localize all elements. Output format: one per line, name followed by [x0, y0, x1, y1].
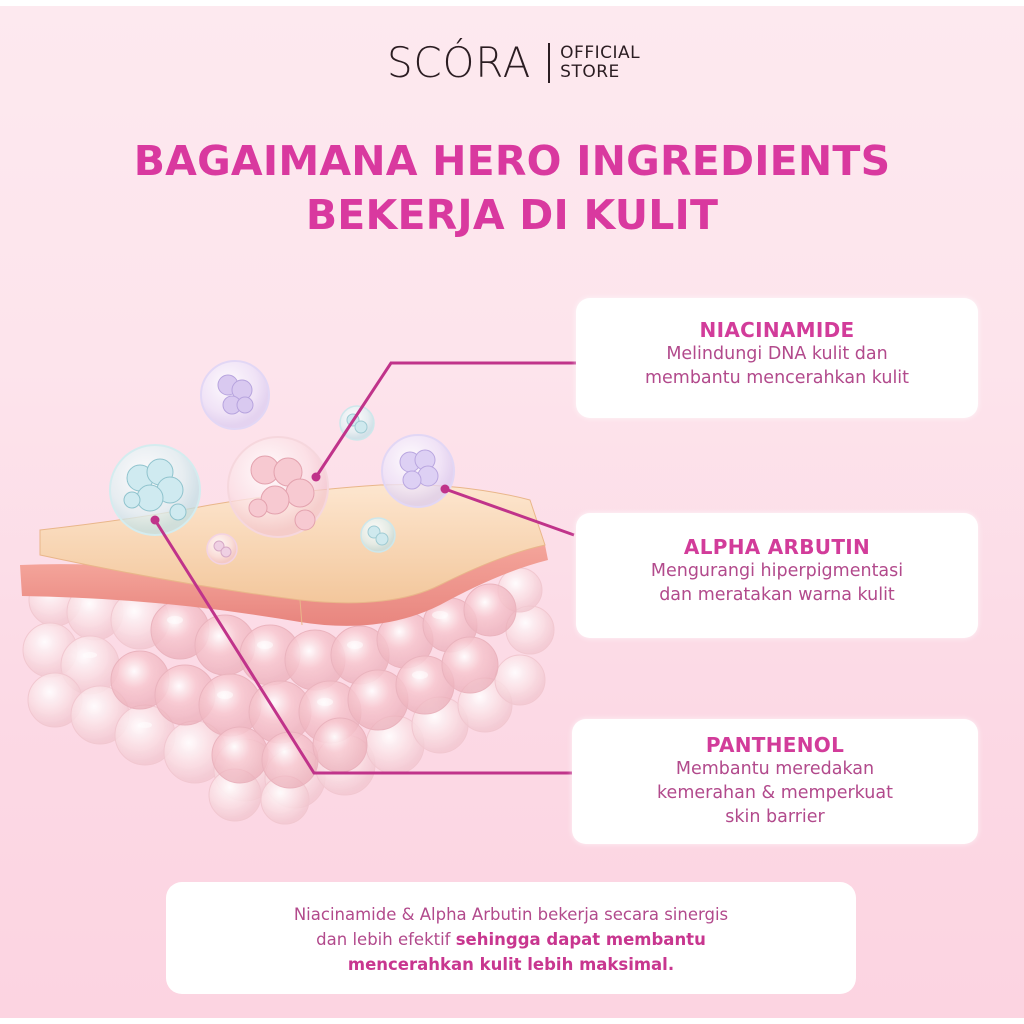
brand-header: SCÓRA OFFICIAL STORE	[0, 38, 1024, 87]
callout-lines	[153, 361, 576, 775]
ingredient-desc-line2: dan meratakan warna kulit	[659, 585, 895, 605]
infographic-canvas: SCÓRA OFFICIAL STORE BAGAIMANA HERO INGR…	[0, 6, 1024, 1018]
ingredient-name: NIACINAMIDE	[699, 318, 855, 342]
brand-sub-line1: OFFICIAL	[560, 42, 641, 63]
brand-divider	[548, 42, 551, 83]
callout-dots	[150, 472, 450, 525]
ingredient-card-panthenol: PANTHENOL Membantu meredakan kemerahan &…	[572, 719, 978, 844]
summary-line2: dan lebih efektif sehingga dapat membant…	[166, 927, 856, 952]
ingredient-desc-line2: membantu mencerahkan kulit	[644, 368, 910, 388]
summary-line3: mencerahkan kulit lebih maksimal.	[347, 955, 675, 974]
dermis-layer	[20, 564, 300, 622]
ingredient-desc-line2: kemerahan & memperkuat	[657, 783, 893, 803]
summary-box: Niacinamide & Alpha Arbutin bekerja seca…	[166, 882, 856, 994]
ingredient-desc-line1: Membantu meredakan	[675, 759, 875, 779]
skin-cells	[22, 567, 555, 825]
ingredient-desc-line3: skin barrier	[725, 807, 825, 827]
callout-line-niacinamide	[314, 361, 576, 478]
summary-line2-regular: dan lebih efektif	[316, 930, 456, 949]
ingredient-name: ALPHA ARBUTIN	[683, 535, 871, 559]
brand-sub-line2: STORE	[560, 61, 620, 82]
ingredient-desc-line1: Mengurangi hiperpigmentasi	[650, 561, 904, 581]
callout-line-panthenol	[153, 519, 572, 775]
brand-logo: SCÓRA	[386, 38, 532, 87]
molecule-bubble-icon	[227, 436, 329, 538]
ingredient-name: PANTHENOL	[705, 733, 845, 757]
molecule-bubble-icon	[206, 533, 238, 565]
summary-line2-bold: sehingga dapat membantu	[455, 930, 706, 949]
ingredient-card-niacinamide: NIACINAMIDE Melindungi DNA kulit dan mem…	[576, 298, 978, 418]
molecule-bubble-icon	[200, 360, 270, 430]
page-title: BAGAIMANA HERO INGREDIENTS BEKERJA DI KU…	[0, 134, 1024, 242]
molecule-bubble-icon	[360, 517, 396, 553]
molecule-bubble-icon	[109, 444, 201, 536]
ingredient-card-alpha-arbutin: ALPHA ARBUTIN Mengurangi hiperpigmentasi…	[576, 513, 978, 638]
title-line2: BEKERJA DI KULIT	[305, 191, 719, 239]
ingredient-desc-line1: Melindungi DNA kulit dan	[666, 344, 888, 364]
brand-subtitle: OFFICIAL STORE	[560, 42, 641, 82]
callout-line-alpha-arbutin	[444, 487, 575, 537]
title-line1: BAGAIMANA HERO INGREDIENTS	[133, 137, 891, 185]
molecule-bubble-icon	[381, 434, 455, 508]
skin-illustration	[20, 360, 576, 825]
summary-line1: Niacinamide & Alpha Arbutin bekerja seca…	[293, 905, 729, 924]
